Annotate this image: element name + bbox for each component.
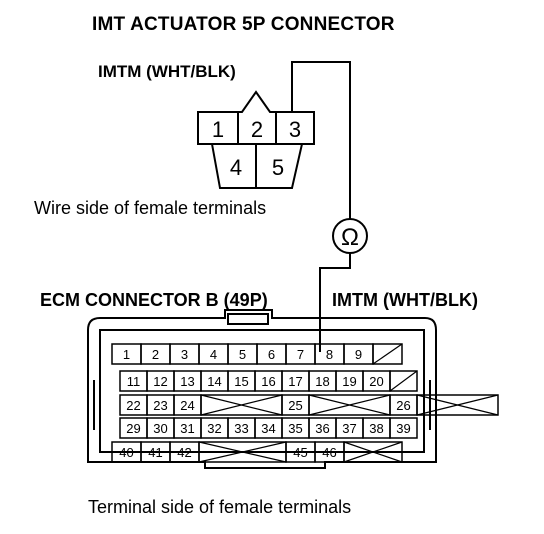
ecm-pin-32: 32 [207, 421, 221, 436]
ecm-housing-outer [87, 309, 437, 469]
ecm-pin-31: 31 [180, 421, 194, 436]
ecm-blank-mark [389, 370, 418, 392]
probe-wire-ecm [319, 253, 351, 352]
ecm-pin-8: 8 [326, 347, 333, 362]
ecm-pin-2: 2 [152, 347, 159, 362]
probe-wire [291, 61, 351, 219]
pin-5p-1: 1 [212, 117, 224, 142]
ecm-blank-cell [372, 343, 403, 365]
terminal-side-label: Terminal side of female terminals [88, 497, 352, 517]
ecm-pin-14: 14 [207, 374, 221, 389]
ecm-pin-17: 17 [288, 374, 302, 389]
ecm-blank-mark [200, 394, 283, 416]
ecm-pin-41: 41 [148, 445, 162, 460]
ecm-lock-tab [227, 313, 269, 325]
ecm-pin-33: 33 [234, 421, 248, 436]
ecm-pin-23: 23 [153, 398, 167, 413]
ecm-pin-38: 38 [369, 421, 383, 436]
ecm-blank-mark [416, 394, 499, 416]
connector-title: IMT ACTUATOR 5P CONNECTOR [92, 14, 395, 35]
ecm-pin-22: 22 [126, 398, 140, 413]
ecm-pin-3: 3 [181, 347, 188, 362]
pin-5p-2: 2 [251, 117, 263, 142]
ecm-pin-26: 26 [396, 398, 410, 413]
ecm-pin-4: 4 [210, 347, 217, 362]
ecm-pin-1: 1 [123, 347, 130, 362]
ecm-pin-5: 5 [239, 347, 246, 362]
ecm-pin-25: 25 [288, 398, 302, 413]
ecm-pin-6: 6 [268, 347, 275, 362]
ecm-pin-7: 7 [297, 347, 304, 362]
ecm-blank-cell [416, 394, 499, 416]
ohm-symbol: Ω [341, 224, 359, 251]
ecm-blank-mark [198, 441, 287, 463]
ecm-pin-11: 11 [127, 374, 141, 389]
ecm-pin-29: 29 [126, 421, 140, 436]
ecm-pin-24: 24 [180, 398, 194, 413]
ecm-blank-cell [343, 441, 403, 463]
ecm-pin-40: 40 [119, 445, 133, 460]
ecm-pin-13: 13 [180, 374, 194, 389]
ecm-pin-36: 36 [315, 421, 329, 436]
ecm-pin-34: 34 [261, 421, 275, 436]
pin-5p-3: 3 [289, 117, 301, 142]
ecm-pin-39: 39 [396, 421, 410, 436]
ecm-blank-mark [372, 343, 403, 365]
ecm-pin-12: 12 [153, 374, 167, 389]
ecm-pin-46: 46 [322, 445, 336, 460]
pin-5p-5: 5 [272, 155, 284, 180]
ecm-pin-20: 20 [369, 374, 383, 389]
ecm-pin-18: 18 [315, 374, 329, 389]
ecm-pin-35: 35 [288, 421, 302, 436]
ecm-pin-cell [389, 417, 418, 439]
ecm-pin-16: 16 [261, 374, 275, 389]
ecm-pin-19: 19 [342, 374, 356, 389]
ecm-blank-cell [389, 370, 418, 392]
ecm-pin-30: 30 [153, 421, 167, 436]
imtm-label-ecm: IMTM (WHT/BLK) [332, 290, 478, 310]
connector-5p-outline [197, 90, 315, 189]
ecm-blank-mark [343, 441, 403, 463]
ecm-housing-inner [99, 329, 425, 453]
ecm-pin-37: 37 [342, 421, 356, 436]
pin-5p-4: 4 [230, 155, 242, 180]
ecm-connector-label: ECM CONNECTOR B (49P) [40, 290, 268, 310]
ecm-pin-42: 42 [177, 445, 191, 460]
ecm-blank-mark [308, 394, 391, 416]
wire-side-label: Wire side of female terminals [34, 198, 267, 218]
imtm-label-top: IMTM (WHT/BLK) [98, 62, 236, 81]
ecm-pin-45: 45 [293, 445, 307, 460]
ecm-pin-15: 15 [234, 374, 248, 389]
ecm-pin-9: 9 [355, 347, 362, 362]
